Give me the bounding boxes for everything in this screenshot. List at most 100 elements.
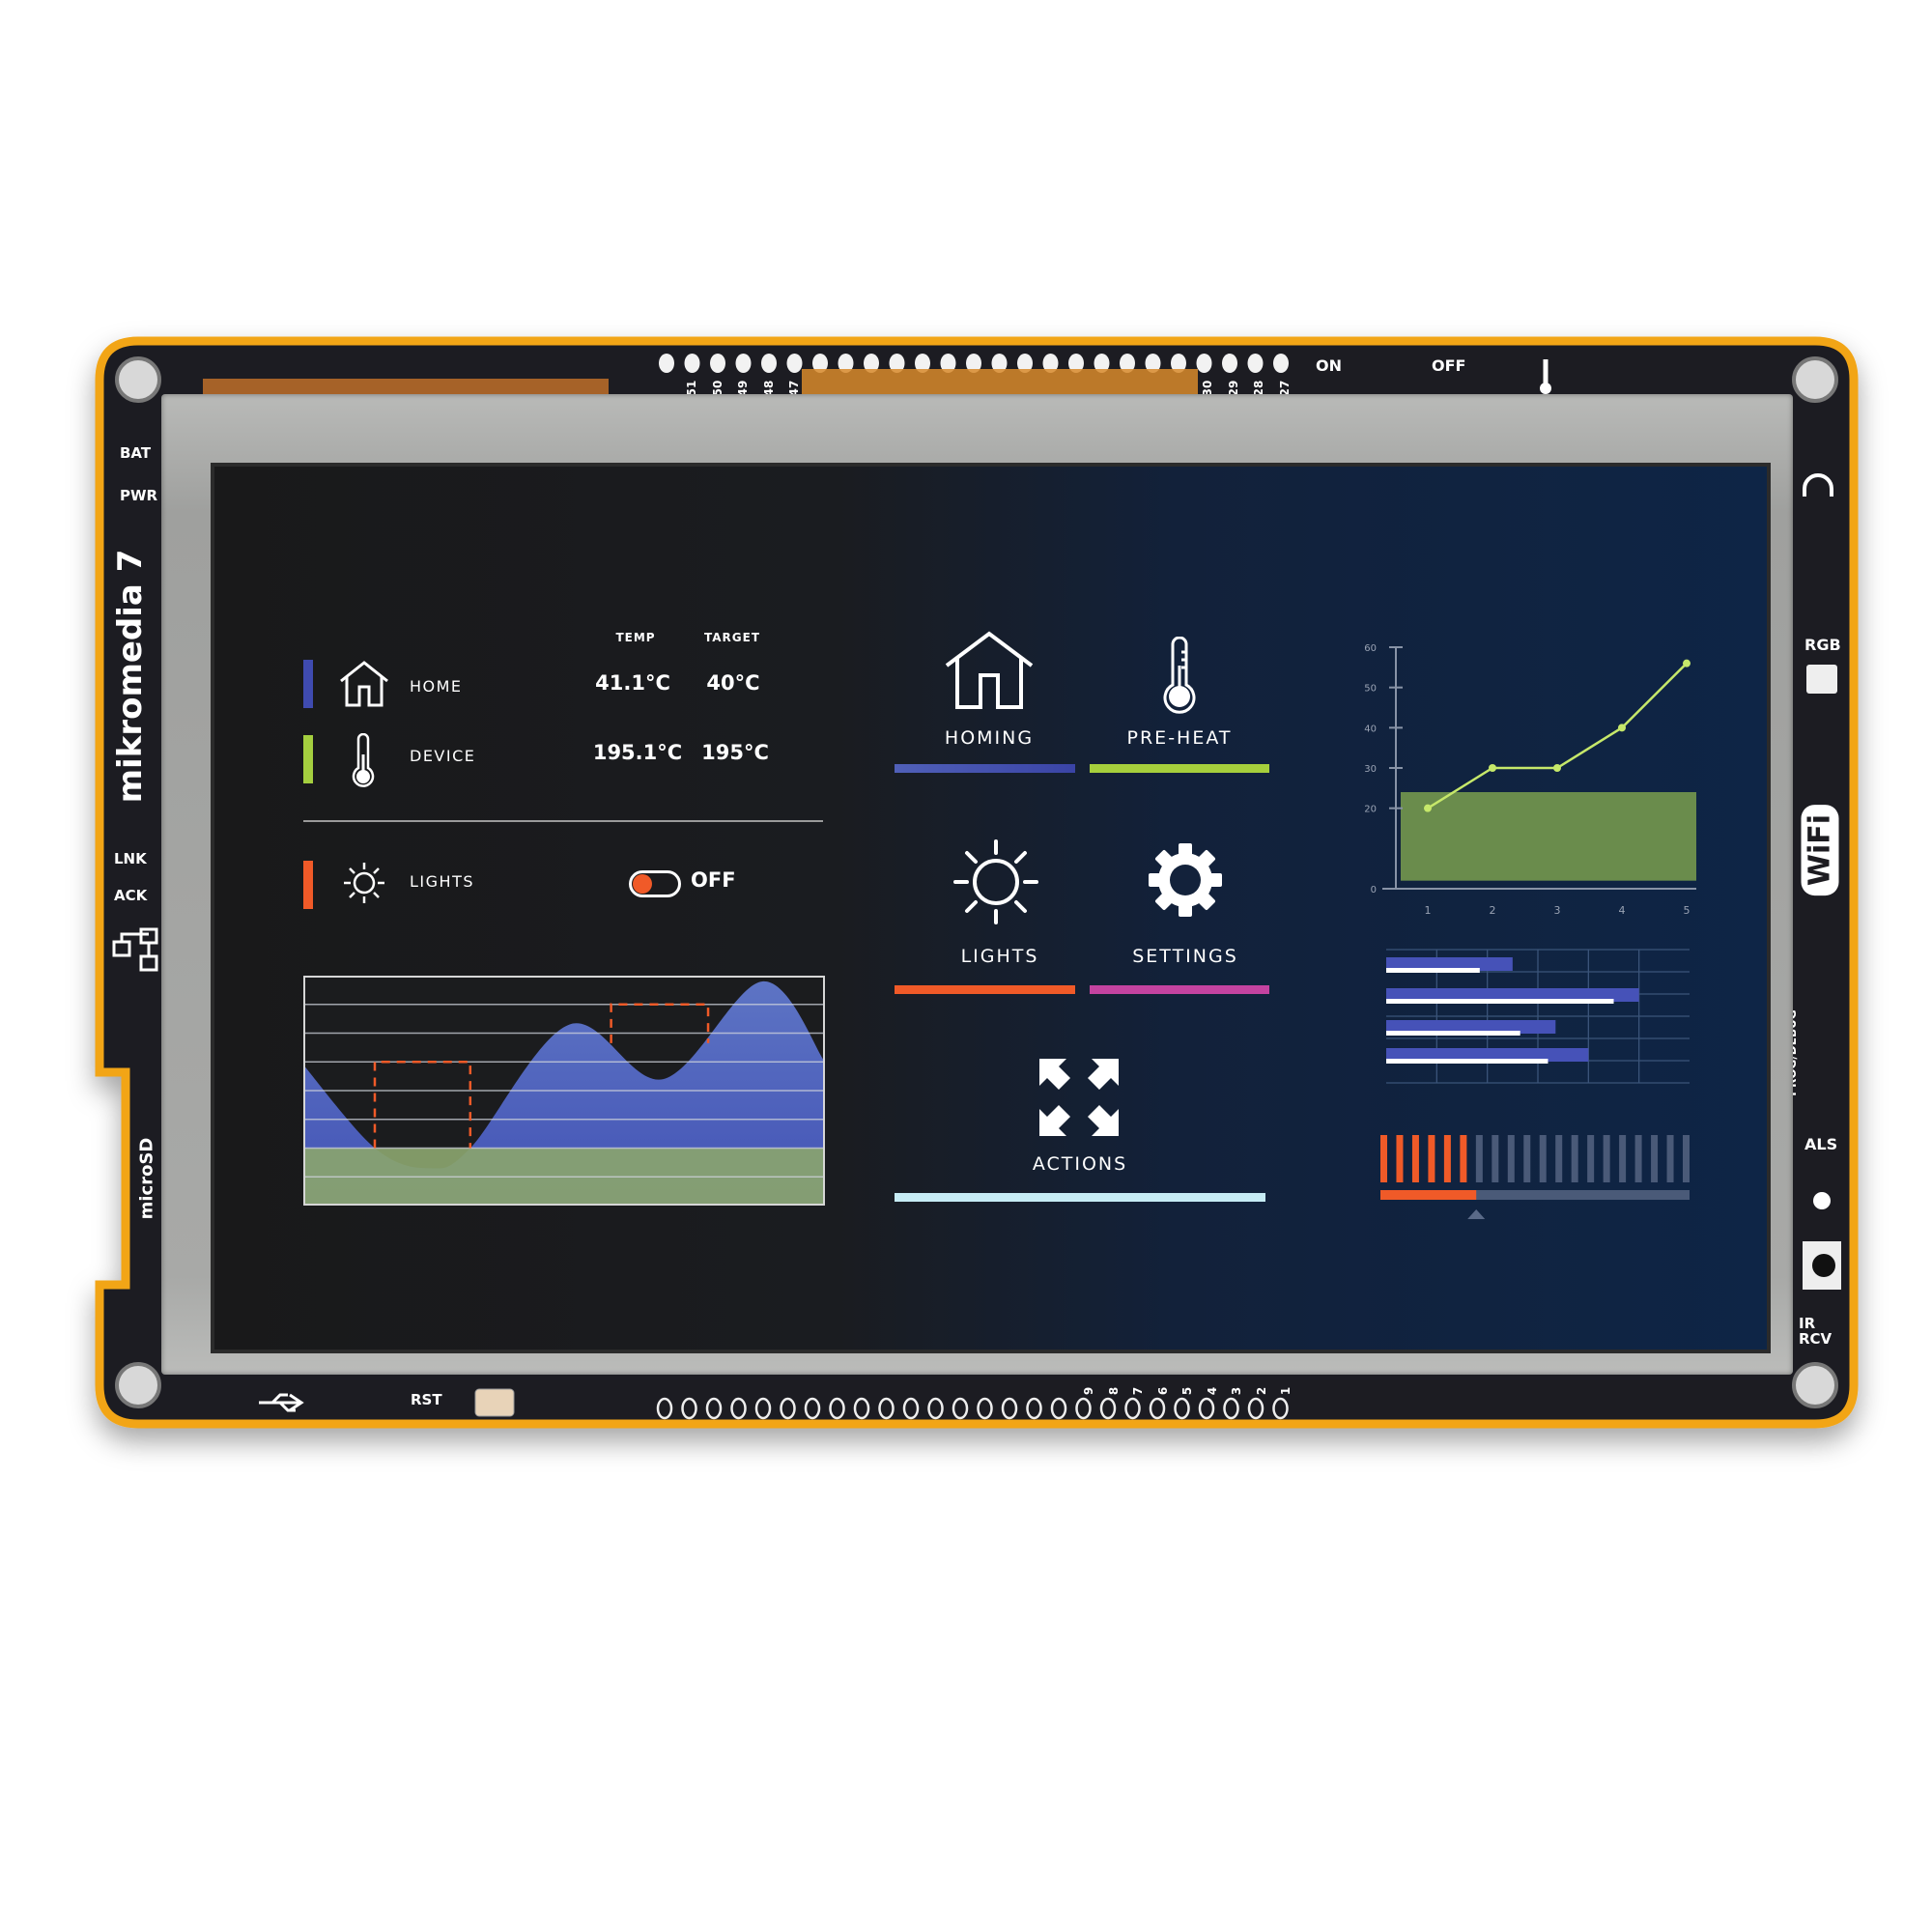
x-tick-label: 1 xyxy=(1425,904,1432,917)
reset-label: RST xyxy=(411,1391,442,1408)
lcd-screen[interactable]: TEMP TARGET HOME 41.1°C 40°C DEVICE 195.… xyxy=(214,467,1767,1350)
pin-label: 4 xyxy=(1205,1386,1219,1396)
header-pin xyxy=(812,354,828,373)
pin-label: 1 xyxy=(1279,1386,1293,1396)
bar xyxy=(1386,999,1614,1004)
header-pin xyxy=(1099,1397,1117,1420)
pin-label: 8 xyxy=(1106,1386,1121,1396)
target-band xyxy=(1401,792,1696,881)
progress-fill xyxy=(1380,1190,1477,1200)
header-pin xyxy=(754,1397,772,1420)
highlight-box xyxy=(610,1003,710,1043)
thermometer-icon xyxy=(1163,637,1196,714)
header-pin xyxy=(829,1397,845,1420)
level-segment xyxy=(1411,1135,1419,1182)
actions-label: ACTIONS xyxy=(1032,1153,1128,1175)
header-pin xyxy=(1075,1397,1092,1420)
led-label-pwr: PWR xyxy=(120,487,158,504)
header-pin xyxy=(705,1397,723,1420)
reset-button[interactable] xyxy=(474,1388,515,1417)
x-tick-label: 4 xyxy=(1619,904,1626,917)
ir-receiver-lens xyxy=(1812,1254,1835,1277)
y-tick-label: 60 xyxy=(1364,643,1377,654)
mounting-holes xyxy=(115,356,1838,1408)
level-segment xyxy=(1651,1135,1659,1182)
ir-receiver-label: IR RCV xyxy=(1799,1315,1833,1348)
header-pin xyxy=(902,1397,920,1420)
data-point xyxy=(1553,764,1561,772)
usb-icon xyxy=(259,1393,304,1412)
header-pin xyxy=(1247,1397,1264,1420)
device-target-value: 195°C xyxy=(701,741,769,764)
horizontal-bar-chart xyxy=(1386,949,1690,1084)
device-temp-value: 195.1°C xyxy=(592,741,683,764)
target-column-header: TARGET xyxy=(703,631,761,644)
header-pin xyxy=(878,1397,895,1420)
level-segment xyxy=(1460,1135,1467,1182)
header-pin xyxy=(1124,1397,1141,1420)
y-tick-label: 0 xyxy=(1371,885,1377,895)
header-pin xyxy=(927,1397,944,1420)
x-tick-label: 3 xyxy=(1554,904,1561,917)
pin-label: 3 xyxy=(1230,1386,1243,1396)
lights-state: OFF xyxy=(691,868,736,892)
led-label-bat: BAT xyxy=(120,444,152,462)
header-pin xyxy=(915,354,930,373)
highlight-box xyxy=(373,1061,472,1149)
header-pin xyxy=(1198,1397,1215,1420)
level-segment xyxy=(1428,1135,1435,1182)
data-point xyxy=(1424,804,1432,812)
header-pin xyxy=(659,354,674,373)
level-segment xyxy=(1666,1135,1674,1182)
progress-handle[interactable] xyxy=(1467,1209,1486,1219)
lights-label: LIGHTS xyxy=(410,872,474,891)
header-pin xyxy=(952,1397,969,1420)
home-label: HOME xyxy=(410,677,463,696)
level-segment xyxy=(1571,1135,1578,1182)
pin-label: 9 xyxy=(1082,1386,1095,1396)
header-pin xyxy=(838,354,854,373)
lights-toggle[interactable] xyxy=(629,870,681,897)
thermometer-switch-icon xyxy=(1540,383,1551,394)
homing-label: HOMING xyxy=(944,727,1035,749)
header-pin xyxy=(864,354,879,373)
header-pin xyxy=(1017,354,1033,373)
toggle-knob xyxy=(633,874,652,894)
device-color-bar xyxy=(303,735,313,783)
bar xyxy=(1386,968,1480,973)
flex-cable xyxy=(802,369,1198,394)
pin-label: 6 xyxy=(1155,1386,1170,1396)
header-pin xyxy=(656,1397,673,1420)
chart-border xyxy=(303,976,825,1206)
header-pin xyxy=(1171,354,1186,373)
x-tick-label: 2 xyxy=(1490,904,1496,917)
level-segment xyxy=(1683,1135,1690,1182)
rgb-led xyxy=(1806,665,1837,694)
power-off-label[interactable]: OFF xyxy=(1432,356,1466,375)
level-meter[interactable] xyxy=(1374,1131,1702,1223)
header-pin xyxy=(1050,1397,1067,1420)
bar xyxy=(1386,1031,1520,1036)
level-segment xyxy=(1539,1135,1547,1182)
sun-icon xyxy=(1813,1192,1831,1209)
pin-label: 5 xyxy=(1180,1386,1194,1396)
lights-underline xyxy=(895,985,1075,994)
header-pin xyxy=(991,354,1008,373)
top-header-pins xyxy=(659,354,1289,373)
y-tick-label: 30 xyxy=(1364,764,1377,775)
level-segment xyxy=(1523,1135,1531,1182)
home-temp-value: 41.1°C xyxy=(595,671,670,695)
led-label-ack: ACK xyxy=(114,887,148,904)
header-pin xyxy=(1068,354,1084,373)
header-pin xyxy=(681,1397,697,1420)
header-pin xyxy=(966,354,981,373)
pin-label: 2 xyxy=(1254,1386,1268,1396)
sun-icon xyxy=(953,839,1038,924)
thermometer-icon xyxy=(352,733,375,787)
header-pin xyxy=(1223,1397,1239,1420)
pin-label: 7 xyxy=(1131,1386,1145,1396)
line-series xyxy=(1427,662,1688,810)
power-on-label[interactable]: ON xyxy=(1316,356,1342,375)
y-tick-label: 20 xyxy=(1364,805,1377,815)
sun-icon xyxy=(344,863,384,903)
